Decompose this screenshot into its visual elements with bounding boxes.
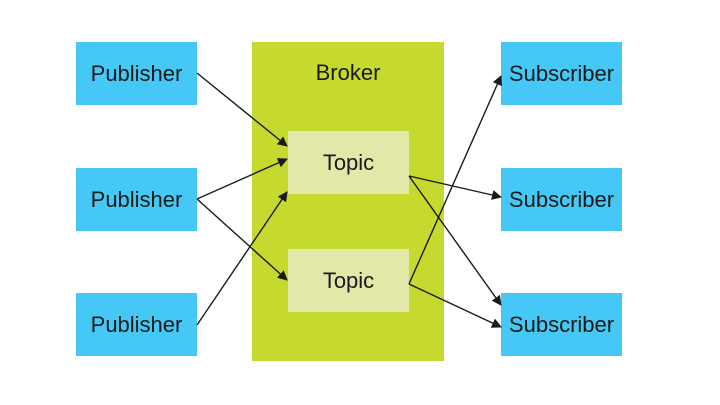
subscriber-node-2: Subscriber [501, 168, 622, 231]
publisher-node-1: Publisher [76, 42, 197, 105]
broker-container: Broker [252, 42, 444, 361]
publisher-node-2: Publisher [76, 168, 197, 231]
broker-label: Broker [315, 60, 381, 85]
subscriber-node-3: Subscriber [501, 293, 622, 356]
subscriber-node-1: Subscriber [501, 42, 622, 105]
topic-node-2: Topic [288, 249, 409, 312]
topic-node-1: Topic [288, 131, 409, 194]
publisher-node-3: Publisher [76, 293, 197, 356]
